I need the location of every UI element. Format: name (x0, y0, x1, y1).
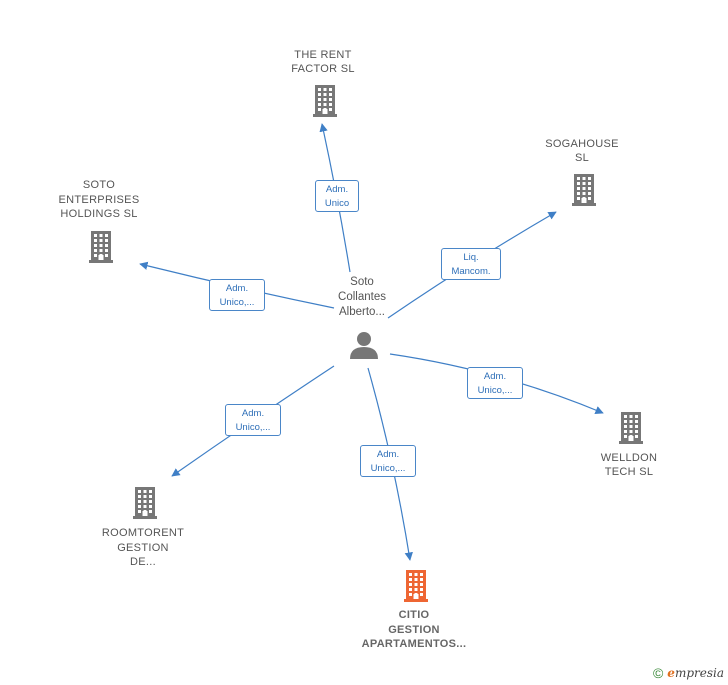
building-icon-rent[interactable] (313, 85, 337, 117)
building-icon-soga[interactable] (572, 174, 596, 206)
brand-name: empresia (667, 666, 724, 680)
edge-label-soto[interactable]: Adm. Unico,... (209, 279, 265, 311)
company-label-welldon[interactable]: WELLDON TECH SL (600, 451, 658, 479)
edge-label-roomtorent[interactable]: Adm. Unico,... (225, 404, 281, 436)
building-icon-welldon[interactable] (619, 412, 643, 444)
person-label[interactable]: Soto Collantes Alberto... (338, 276, 386, 318)
company-label-roomtorent[interactable]: ROOMTORENT GESTION DE... (101, 527, 185, 569)
building-icon-soto[interactable] (89, 231, 113, 263)
person-icon[interactable] (350, 332, 378, 359)
edge-label-welldon[interactable]: Adm. Unico,... (467, 367, 523, 399)
edge-label-soga[interactable]: Liq. Mancom. (441, 248, 501, 280)
building-icon-citio[interactable] (404, 570, 428, 602)
copyright-icon: © (652, 665, 664, 681)
company-label-soto[interactable]: SOTO ENTERPRISES HOLDINGS SL (58, 179, 140, 221)
company-label-citio[interactable]: CITIO GESTION APARTAMENTOS... (361, 609, 467, 651)
footer-brand: © empresia (653, 665, 724, 681)
edge-label-rent[interactable]: Adm. Unico (315, 180, 359, 212)
company-label-rent[interactable]: THE RENT FACTOR SL (291, 48, 355, 76)
building-icon-roomtorent[interactable] (133, 487, 157, 519)
company-label-soga[interactable]: SOGAHOUSE SL (545, 137, 619, 165)
edge-label-citio[interactable]: Adm. Unico,... (360, 445, 416, 477)
